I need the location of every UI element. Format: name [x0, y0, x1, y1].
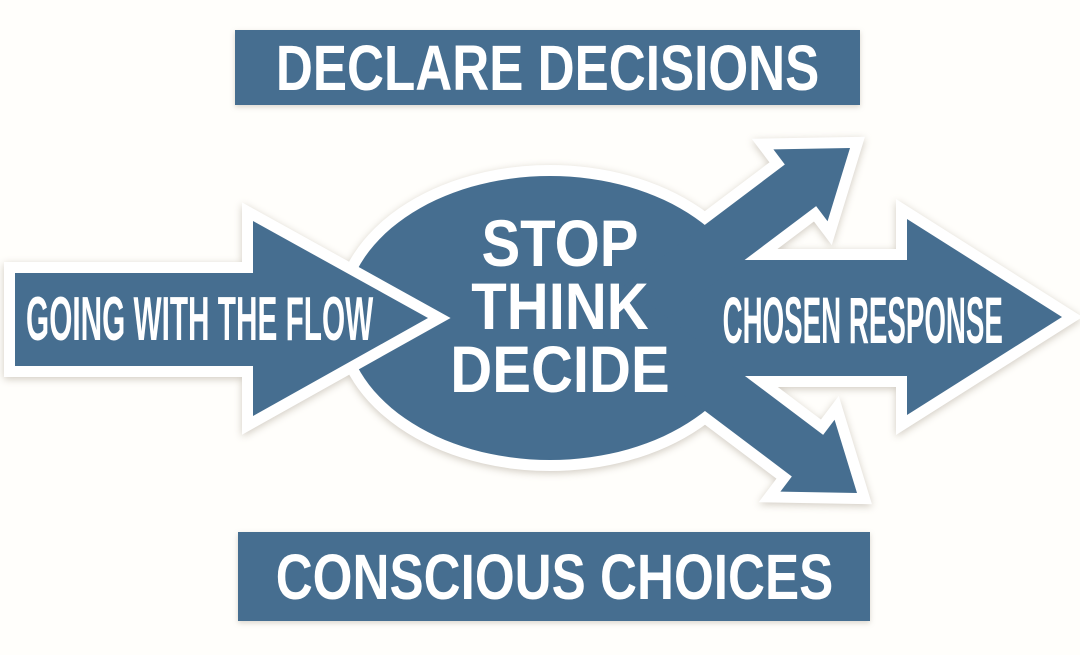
- declare-decisions-label: DECLARE DECISIONS: [275, 31, 820, 104]
- conscious-choices-label: CONSCIOUS CHOICES: [275, 540, 833, 613]
- shape-layer: [345, 148, 1062, 493]
- conscious-choices-banner: CONSCIOUS CHOICES: [238, 532, 870, 621]
- branch-arrow-down-right: [588, 281, 858, 493]
- declare-decisions-banner: DECLARE DECISIONS: [235, 30, 860, 105]
- going-with-the-flow-arrow: [4, 202, 451, 435]
- chosen-response-arrow: [690, 219, 1062, 415]
- stop-think-decide-ellipse: [345, 176, 755, 460]
